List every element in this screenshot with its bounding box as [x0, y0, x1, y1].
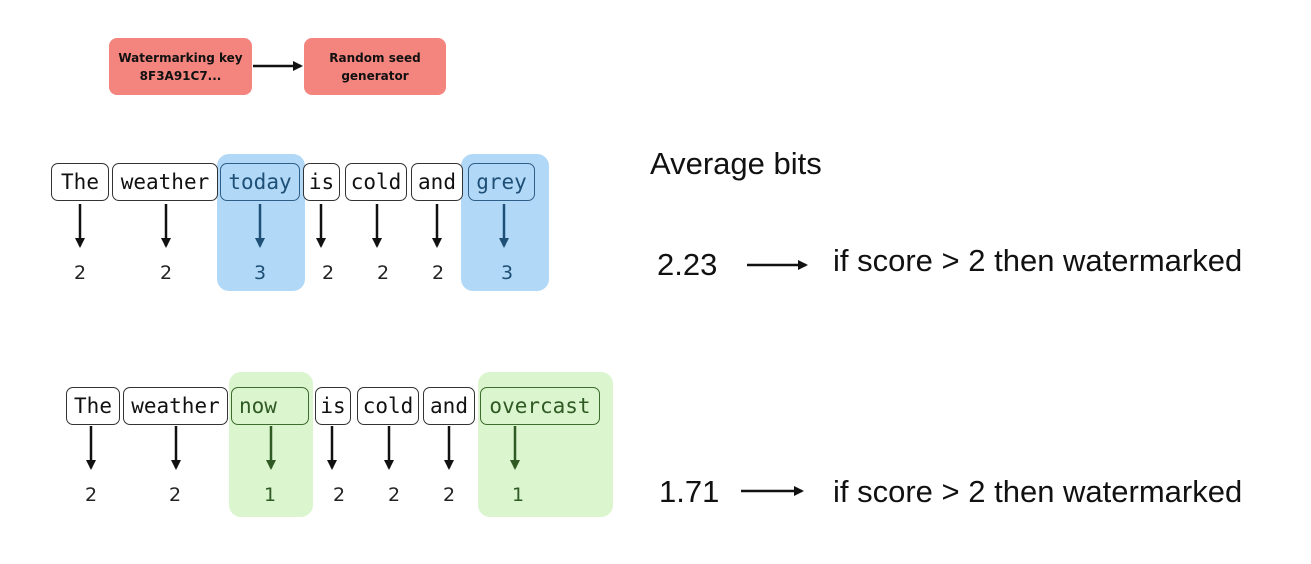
row2-score-1: 2 [84, 484, 98, 506]
row2-score-6: 2 [442, 484, 456, 506]
row2-score-7: 1 [511, 484, 525, 506]
row1-score-1: 2 [73, 262, 87, 284]
row2-token-the: The [66, 387, 120, 425]
row1-token-cold: cold [345, 163, 407, 201]
watermarking-key-label: Watermarking key [118, 50, 243, 65]
row1-token-and: and [411, 163, 463, 201]
row1-token-weather: weather [112, 163, 218, 201]
row2-token-weather: weather [123, 387, 228, 425]
row2-score-5: 2 [387, 484, 401, 506]
highlight-overcast [478, 372, 613, 517]
row2-token-is: is [315, 387, 351, 425]
average-bits-heading: Average bits [650, 146, 822, 181]
watermarking-key-value: 8F3A91C7... [139, 68, 222, 83]
random-seed-generator-label: Random seed generator [329, 50, 421, 83]
row1-score-4: 2 [321, 262, 335, 284]
row1-token-the: The [51, 163, 109, 201]
row2-token-cold: cold [357, 387, 419, 425]
row2-token-and: and [423, 387, 475, 425]
row1-token-grey: grey [468, 163, 535, 201]
row2-score-2: 2 [168, 484, 182, 506]
row1-score-5: 2 [376, 262, 390, 284]
watermarking-key-box: Watermarking key 8F3A91C7... [109, 38, 252, 95]
row1-average-value: 2.23 [657, 247, 718, 282]
row1-score-7: 3 [500, 262, 514, 284]
row2-token-now: now [231, 387, 309, 425]
row1-score-6: 2 [431, 262, 445, 284]
row2-rule-text: if score > 2 then watermarked [833, 474, 1243, 509]
row1-score-2: 2 [159, 262, 173, 284]
row1-score-3: 3 [253, 262, 267, 284]
row1-token-is: is [303, 163, 340, 201]
row2-token-overcast: overcast [480, 387, 600, 425]
row2-score-4: 2 [332, 484, 346, 506]
row2-average-value: 1.71 [659, 474, 720, 509]
row1-token-today: today [220, 163, 300, 201]
row1-rule-text: if score > 2 then watermarked [833, 243, 1243, 278]
random-seed-generator-box: Random seed generator [304, 38, 446, 95]
row2-score-3: 1 [263, 484, 277, 506]
